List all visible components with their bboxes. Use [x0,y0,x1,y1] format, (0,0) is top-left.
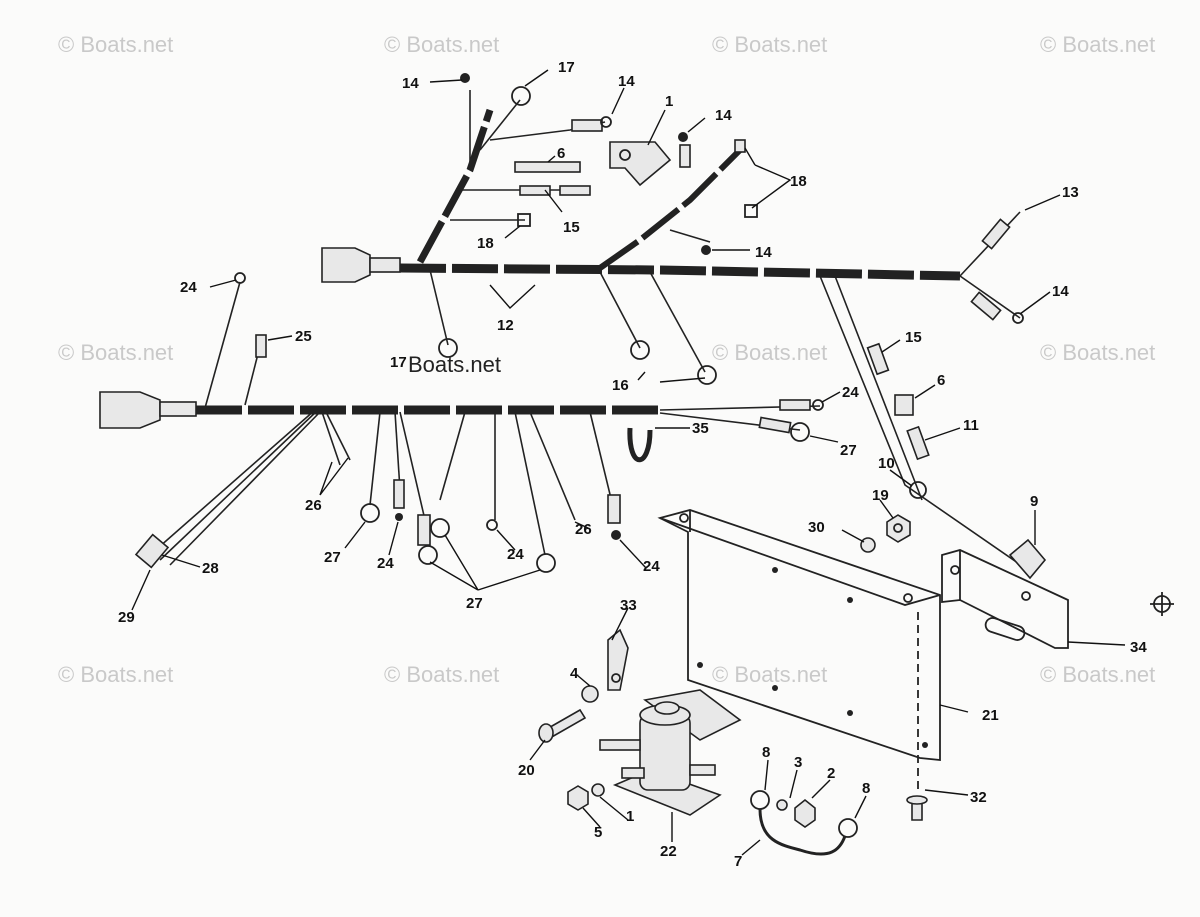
callout-16: 16 [612,377,629,394]
callout-35: 35 [692,420,709,437]
watermark-inline: Boats.net [408,352,501,377]
mounting-plate [657,509,941,821]
watermark: © Boats.net [58,32,173,57]
callout-27: 27 [840,442,857,459]
watermark: © Boats.net [1040,340,1155,365]
callout-2: 2 [827,765,835,782]
upper-harness-trunk [399,263,961,281]
callout-33: 33 [620,597,637,614]
watermark: © Boats.net [58,662,173,687]
callout-27: 27 [466,595,483,612]
callout-24: 24 [377,555,394,572]
callout-22: 22 [660,843,677,860]
jumper-7 [758,808,847,856]
watermark: © Boats.net [1040,662,1155,687]
watermark: © Boats.net [58,340,173,365]
callout-8: 8 [862,780,870,797]
hardware-19-30 [860,514,911,553]
callout-9: 9 [1030,493,1038,510]
lower-connector [99,391,161,429]
washer-3 [776,799,788,811]
callout-24: 24 [643,558,660,575]
sleeve [514,161,581,173]
callout-1: 1 [626,808,634,825]
callout-14: 14 [715,107,732,124]
callout-18: 18 [477,235,494,252]
washer-30 [860,537,876,553]
callout-24: 24 [842,384,859,401]
callout-30: 30 [808,519,825,536]
registration-mark [1150,592,1174,616]
bracket [941,549,1069,649]
watermark: © Boats.net [384,32,499,57]
callout-31: 1 [665,93,673,110]
boot-28 [134,533,170,569]
callout-17: 17 [390,354,407,371]
callout-14: 14 [755,244,772,261]
bracket-34 [941,549,1069,649]
nut-2 [794,798,816,828]
callout-32: 32 [970,789,987,806]
watermarks: © Boats.net © Boats.net © Boats.net © Bo… [58,32,1155,687]
nut-19 [886,514,911,543]
callout-15: 15 [905,329,922,346]
ring-terminal [460,73,470,83]
callout-14: 14 [1052,283,1069,300]
watermark: © Boats.net [712,340,827,365]
callout-21: 21 [982,707,999,724]
callout-5: 5 [594,824,602,841]
callout-15: 15 [563,219,580,236]
callout-17: 17 [558,59,575,76]
upper-harness [321,73,1047,580]
callout-24: 24 [507,546,524,563]
watermark: © Boats.net [712,32,827,57]
callout-27: 27 [324,549,341,566]
callout-28: 28 [202,560,219,577]
callout-18: 18 [790,173,807,190]
watermark: © Boats.net [384,662,499,687]
callout-10: 10 [878,455,895,472]
callout-14: 14 [402,75,419,92]
callout-19: 19 [872,487,889,504]
upper-connector [321,247,371,283]
callout-6: 6 [937,372,945,389]
callout-26: 26 [575,521,592,538]
callout-25: 25 [295,328,312,345]
callout-14: 14 [618,73,635,90]
solenoid-22 [639,714,691,791]
callout-6: 6 [557,145,565,162]
lower-connector-boot [159,401,197,417]
callout-11: 11 [963,417,979,434]
washer-4 [581,685,599,703]
callout-4: 4 [570,665,579,682]
watermark: © Boats.net [712,662,827,687]
watermark: © Boats.net [1040,32,1155,57]
callout-34: 34 [1130,639,1147,656]
callout-12: 12 [497,317,514,334]
nut-5 [567,785,589,811]
callout-20: 20 [518,762,535,779]
callout-labels: 14 17 14 1 14 6 15 18 18 14 13 14 12 16 … [118,59,1147,870]
callout-26: 26 [305,497,322,514]
ring-terminal [511,86,531,106]
lower-harness [99,272,824,573]
upper-connector-boot [369,257,401,273]
callout-3: 3 [794,754,802,771]
callout-24: 24 [180,279,197,296]
callout-7: 7 [734,853,742,870]
callout-8: 8 [762,744,770,761]
callout-29: 29 [118,609,135,626]
leader-lines [131,69,1126,856]
wire-to-14-right [959,275,1021,319]
washer-1 [591,783,605,797]
clip-31 [609,141,672,187]
callout-13: 13 [1062,184,1079,201]
plate-21 [657,509,941,761]
upper-harness-branch-mid [598,147,743,271]
clip-35 [627,427,653,463]
solenoid-assembly [538,628,858,856]
